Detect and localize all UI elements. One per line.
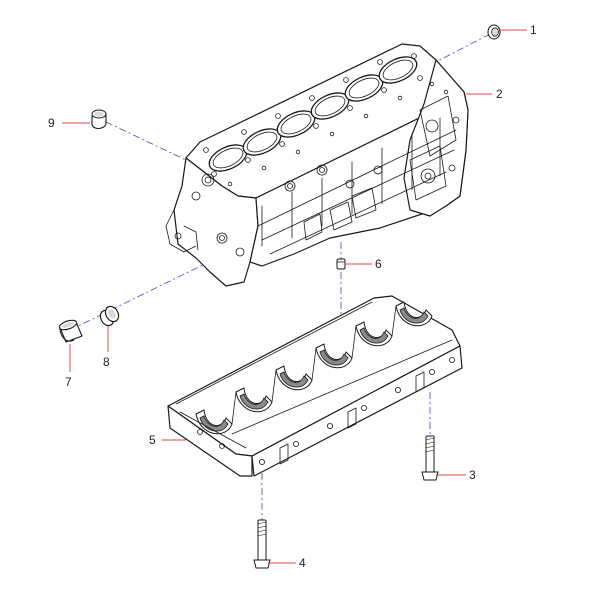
centerline-plug-9 bbox=[105, 121, 187, 161]
ring-8 bbox=[99, 305, 120, 327]
callout-5: 5 bbox=[149, 433, 156, 447]
sleeve-7 bbox=[58, 319, 83, 343]
bolt-4 bbox=[253, 519, 271, 569]
callout-numbers: 1 2 3 4 5 6 7 8 9 bbox=[48, 23, 537, 570]
callout-3: 3 bbox=[469, 468, 476, 482]
bedplate-webs bbox=[175, 301, 453, 449]
callout-leaders bbox=[62, 29, 527, 564]
callout-6: 6 bbox=[375, 257, 382, 271]
callout-8: 8 bbox=[103, 355, 110, 369]
bedplate-ladder-frame bbox=[167, 295, 463, 477]
callout-4: 4 bbox=[299, 556, 306, 570]
block-bosses bbox=[191, 164, 383, 257]
block-mounting-flange bbox=[165, 209, 199, 253]
callout-7: 7 bbox=[65, 375, 72, 389]
cylinder-bores bbox=[208, 56, 418, 172]
block-side-ribs bbox=[257, 117, 457, 255]
bolt-3 bbox=[421, 435, 439, 481]
expansion-plug-9 bbox=[91, 109, 107, 130]
callout-9: 9 bbox=[48, 116, 55, 130]
block-end-details bbox=[409, 95, 460, 201]
bedplate-front-face bbox=[167, 405, 253, 477]
bedplate-side-bosses bbox=[197, 356, 455, 465]
deck-bolt-holes bbox=[203, 53, 449, 187]
callout-1: 1 bbox=[530, 23, 537, 37]
expansion-plug-1 bbox=[487, 24, 501, 40]
bearing-cradles bbox=[195, 301, 433, 435]
block-side-face bbox=[173, 157, 259, 287]
callout-2: 2 bbox=[496, 87, 503, 101]
centerline-plug-1 bbox=[431, 33, 491, 65]
cylinder-block bbox=[165, 43, 469, 287]
bedplate-long-face bbox=[251, 345, 463, 477]
dowel-pin-6 bbox=[336, 258, 346, 270]
